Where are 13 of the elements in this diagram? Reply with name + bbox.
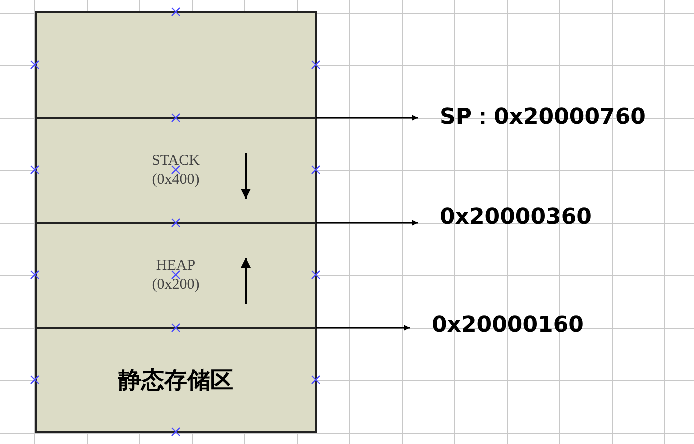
stack-region <box>35 117 317 224</box>
memory-region <box>35 11 317 119</box>
static-storage-region <box>35 327 317 433</box>
arrow <box>316 220 418 226</box>
heap-region <box>35 222 317 329</box>
arrow <box>316 115 418 121</box>
address-label: 0x20000160 <box>432 313 584 339</box>
region-title: 静态存储区 <box>118 366 234 396</box>
address-label: SP：0x20000760 <box>440 105 646 131</box>
region-label: HEAP (0x200) <box>151 256 201 294</box>
address-label: 0x20000360 <box>440 205 592 231</box>
arrow <box>316 325 410 331</box>
region-label: STACK (0x400) <box>151 152 201 190</box>
